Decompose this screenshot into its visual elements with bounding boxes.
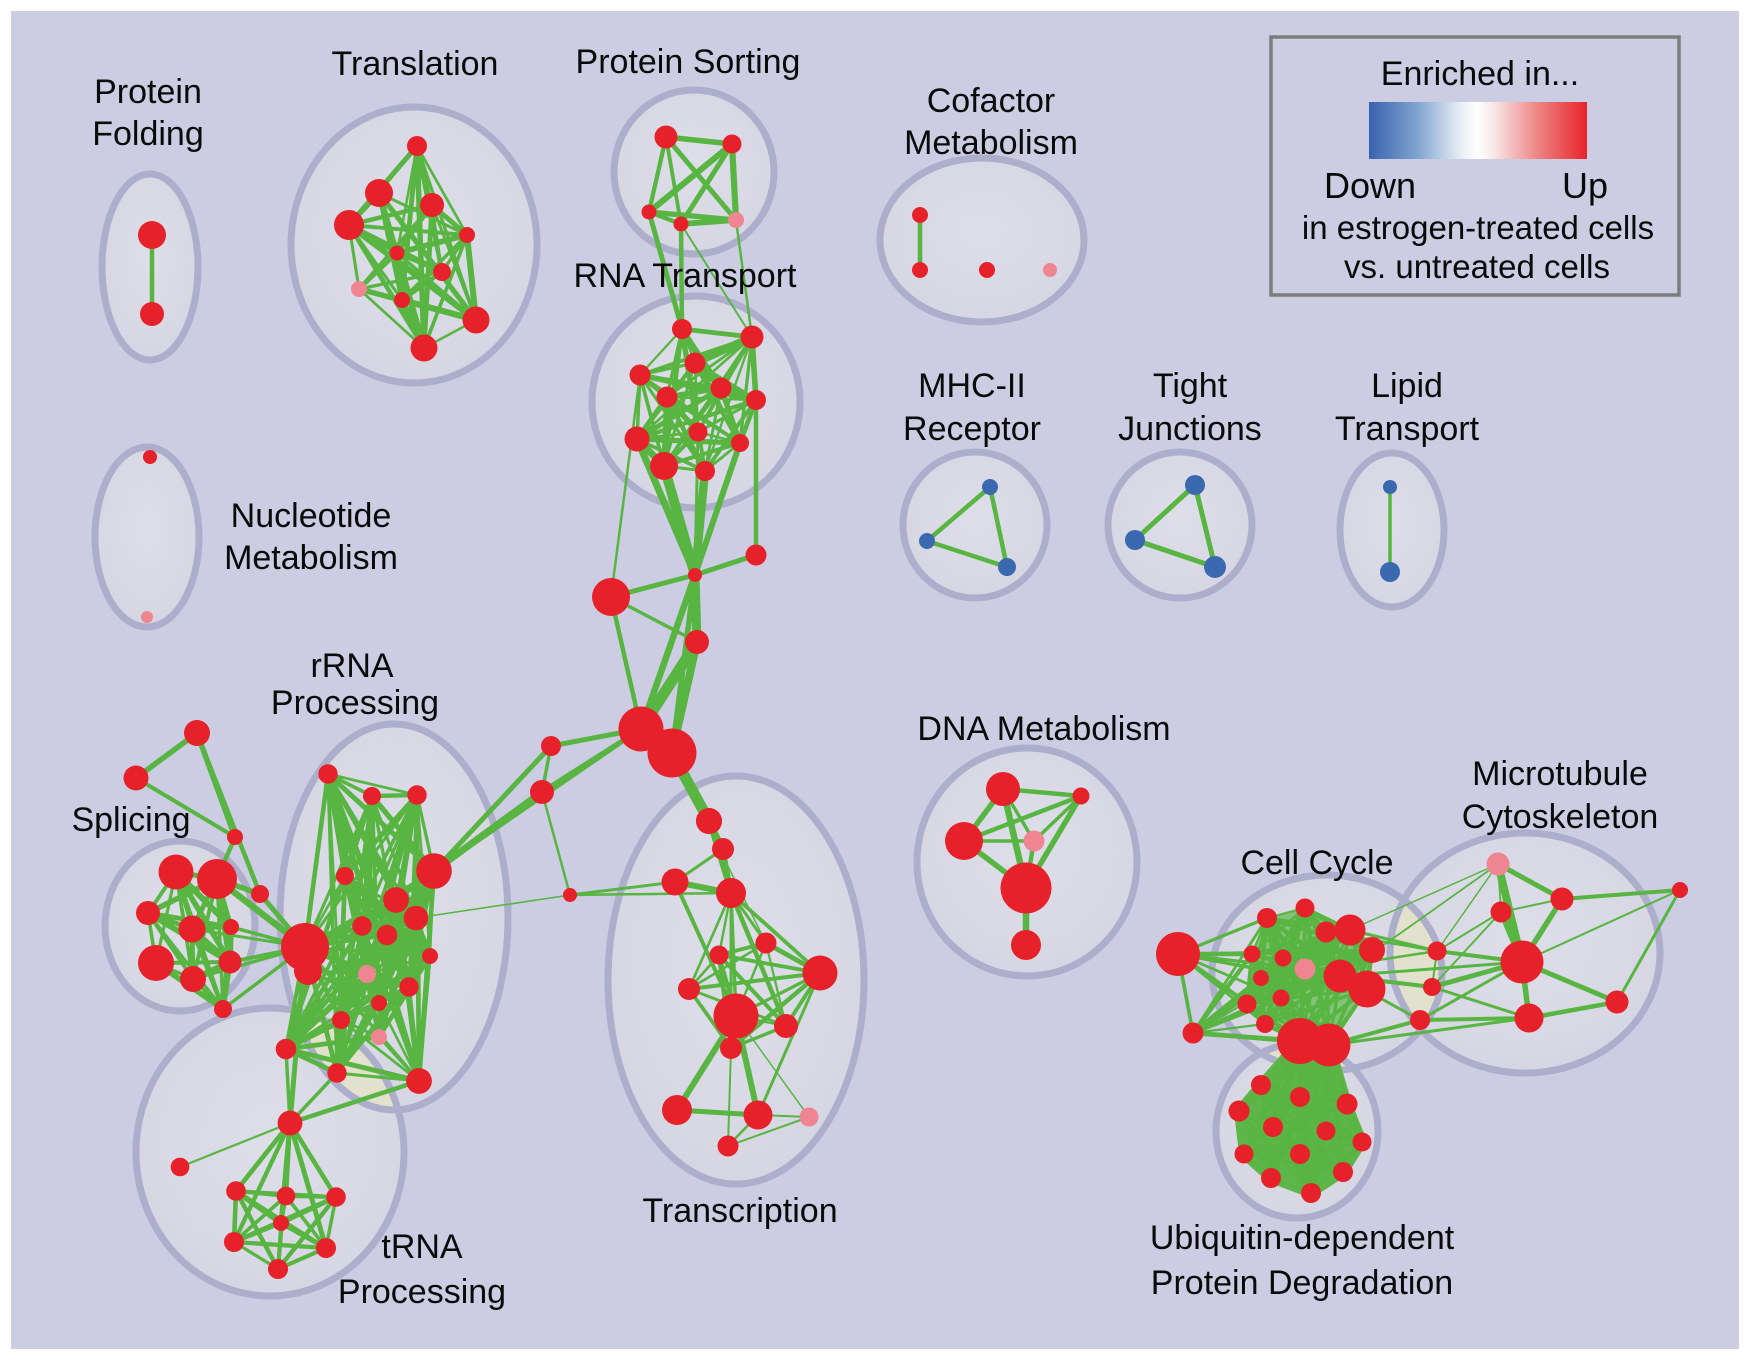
svg-text:Transcription: Transcription [642, 1192, 837, 1230]
svg-text:Microtubule: Microtubule [1472, 755, 1648, 793]
svg-text:Cytoskeleton: Cytoskeleton [1462, 798, 1659, 836]
svg-text:Ubiquitin-dependent: Ubiquitin-dependent [1150, 1219, 1455, 1257]
svg-text:RNA Transport: RNA Transport [574, 257, 798, 295]
svg-text:Tight: Tight [1153, 367, 1228, 405]
svg-text:DNA Metabolism: DNA Metabolism [917, 710, 1170, 748]
svg-text:Nucleotide: Nucleotide [231, 497, 392, 535]
svg-text:Translation: Translation [332, 45, 499, 83]
svg-text:rRNA: rRNA [310, 647, 393, 685]
svg-text:Down: Down [1324, 165, 1416, 206]
svg-text:Receptor: Receptor [903, 410, 1041, 448]
svg-text:Protein: Protein [94, 73, 202, 111]
svg-text:Cell Cycle: Cell Cycle [1240, 844, 1393, 882]
svg-text:Enriched in...: Enriched in... [1381, 55, 1579, 93]
svg-text:Protein Degradation: Protein Degradation [1151, 1264, 1453, 1302]
svg-text:in estrogen-treated cells: in estrogen-treated cells [1302, 209, 1654, 246]
svg-text:vs. untreated cells: vs. untreated cells [1344, 248, 1610, 285]
svg-text:Metabolism: Metabolism [904, 124, 1078, 162]
svg-text:Lipid: Lipid [1371, 367, 1443, 405]
svg-text:Transport: Transport [1335, 410, 1480, 448]
svg-text:Up: Up [1562, 165, 1608, 206]
svg-text:Processing: Processing [338, 1273, 506, 1311]
svg-text:Splicing: Splicing [71, 801, 190, 839]
svg-text:Metabolism: Metabolism [224, 539, 398, 577]
svg-text:Folding: Folding [92, 115, 204, 153]
svg-text:Cofactor: Cofactor [927, 82, 1056, 120]
svg-text:Junctions: Junctions [1118, 410, 1262, 448]
svg-text:tRNA: tRNA [381, 1228, 463, 1266]
svg-text:Processing: Processing [271, 684, 439, 722]
svg-text:Protein Sorting: Protein Sorting [576, 43, 801, 81]
svg-text:MHC-II: MHC-II [918, 367, 1026, 405]
